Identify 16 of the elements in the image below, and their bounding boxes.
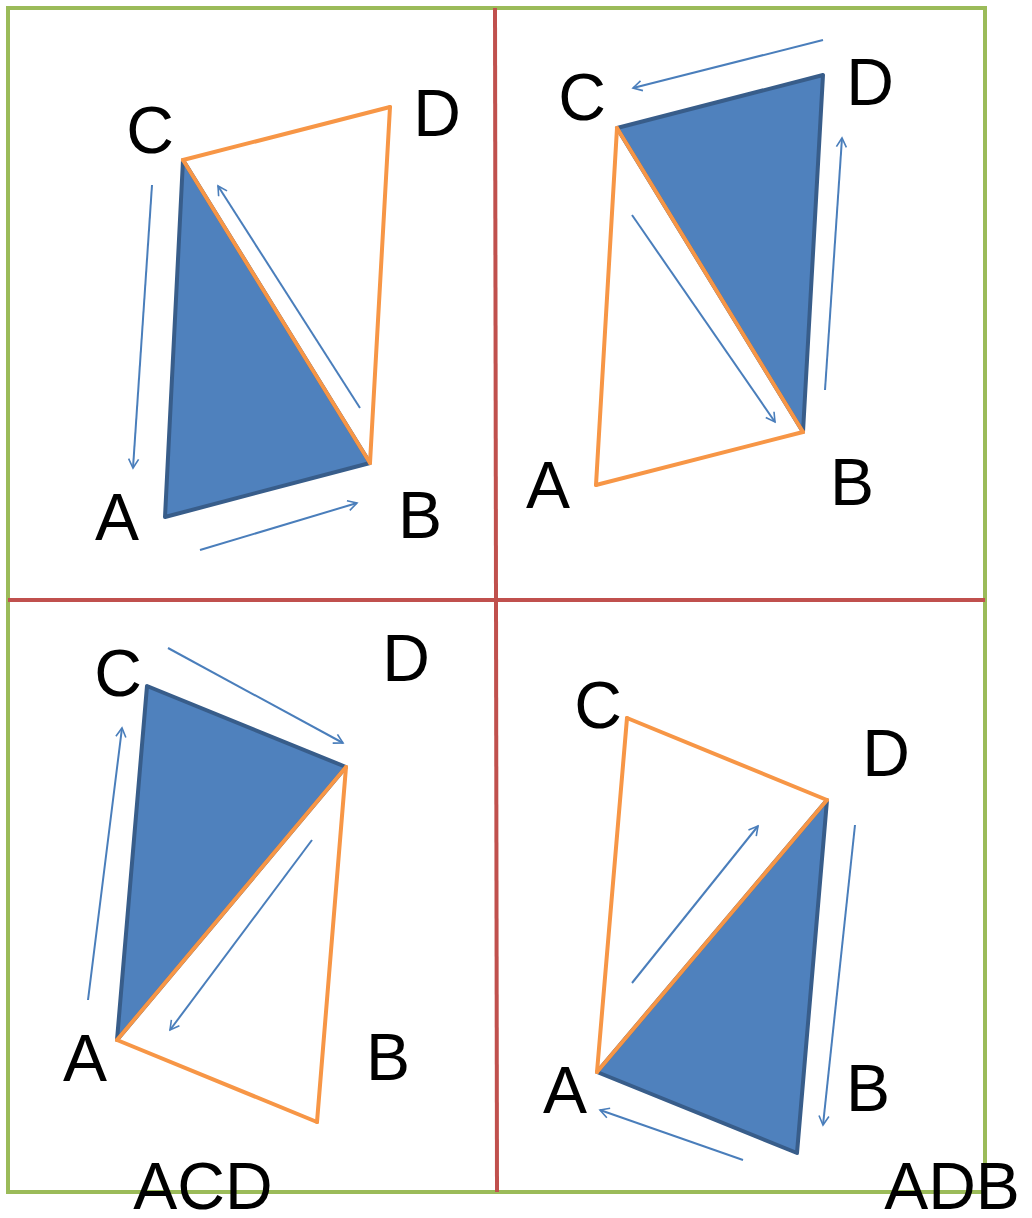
vertex-label: B — [830, 449, 874, 515]
vertex-label: C — [574, 672, 622, 738]
vertex-label: C — [558, 64, 606, 130]
vertex-label: B — [846, 1055, 890, 1121]
vertex-label: D — [413, 80, 461, 146]
vertex-label: B — [398, 482, 442, 548]
vertex-label: D — [846, 49, 894, 115]
vertex-label: A — [63, 1025, 107, 1091]
vertex-label: C — [126, 97, 174, 163]
vertex-label: A — [543, 1057, 587, 1123]
vertex-label: D — [382, 625, 430, 691]
vertex-label: A — [526, 452, 570, 518]
vertex-label: A — [95, 484, 139, 550]
vertex-label: D — [862, 720, 910, 786]
vertex-label: C — [94, 640, 142, 706]
vertex-label: B — [366, 1024, 410, 1090]
